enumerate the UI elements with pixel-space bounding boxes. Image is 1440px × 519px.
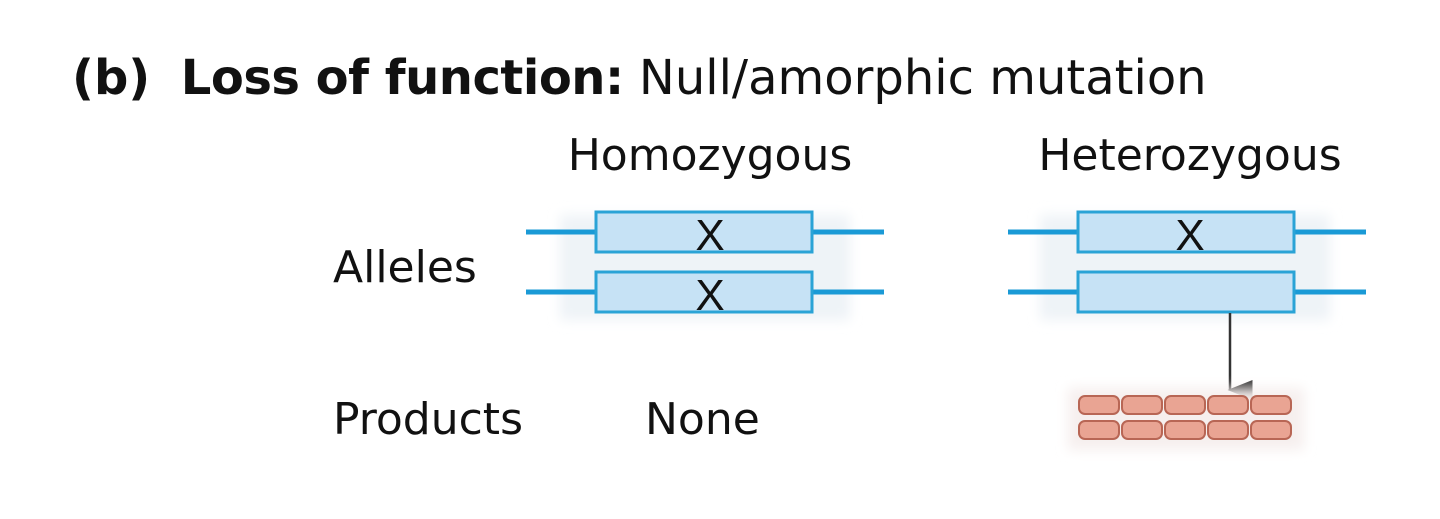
section-title: Loss of function: [180, 50, 624, 106]
mutation-mark: X [695, 271, 724, 320]
gene-box [594, 270, 814, 314]
protein-unit [1121, 395, 1163, 415]
protein-unit [1250, 420, 1292, 440]
products-row-label: Products [333, 394, 523, 445]
protein-unit [1164, 420, 1206, 440]
section-subtitle: Null/amorphic mutation [638, 50, 1207, 106]
figure-heading: (b) Loss of function: Null/amorphic muta… [72, 48, 1207, 108]
protein-unit [1164, 395, 1206, 415]
heterozygous-alleles: X [1008, 210, 1366, 320]
protein-unit [1250, 395, 1292, 415]
protein-unit [1207, 420, 1249, 440]
part-label: (b) [72, 50, 151, 106]
homozygous-column-title: Homozygous [567, 130, 853, 181]
heterozygous-allele-mutant: X [1008, 210, 1366, 260]
homozygous-alleles: X X [526, 210, 884, 320]
protein-unit [1078, 395, 1120, 415]
protein-products [1068, 388, 1304, 450]
homozygous-allele-2: X [526, 270, 884, 320]
mutation-mark: X [695, 211, 724, 260]
mutation-mark: X [1175, 211, 1204, 260]
gene-box [594, 210, 814, 254]
gene-box [1076, 270, 1296, 314]
homozygous-product-none: None [645, 394, 760, 445]
homozygous-allele-1: X [526, 210, 884, 260]
protein-unit [1121, 420, 1163, 440]
gene-box [1076, 210, 1296, 254]
heterozygous-allele-normal [1008, 270, 1366, 314]
alleles-row-label: Alleles [333, 242, 477, 293]
heterozygous-column-title: Heterozygous [1038, 130, 1342, 181]
protein-unit [1078, 420, 1120, 440]
protein-unit [1207, 395, 1249, 415]
